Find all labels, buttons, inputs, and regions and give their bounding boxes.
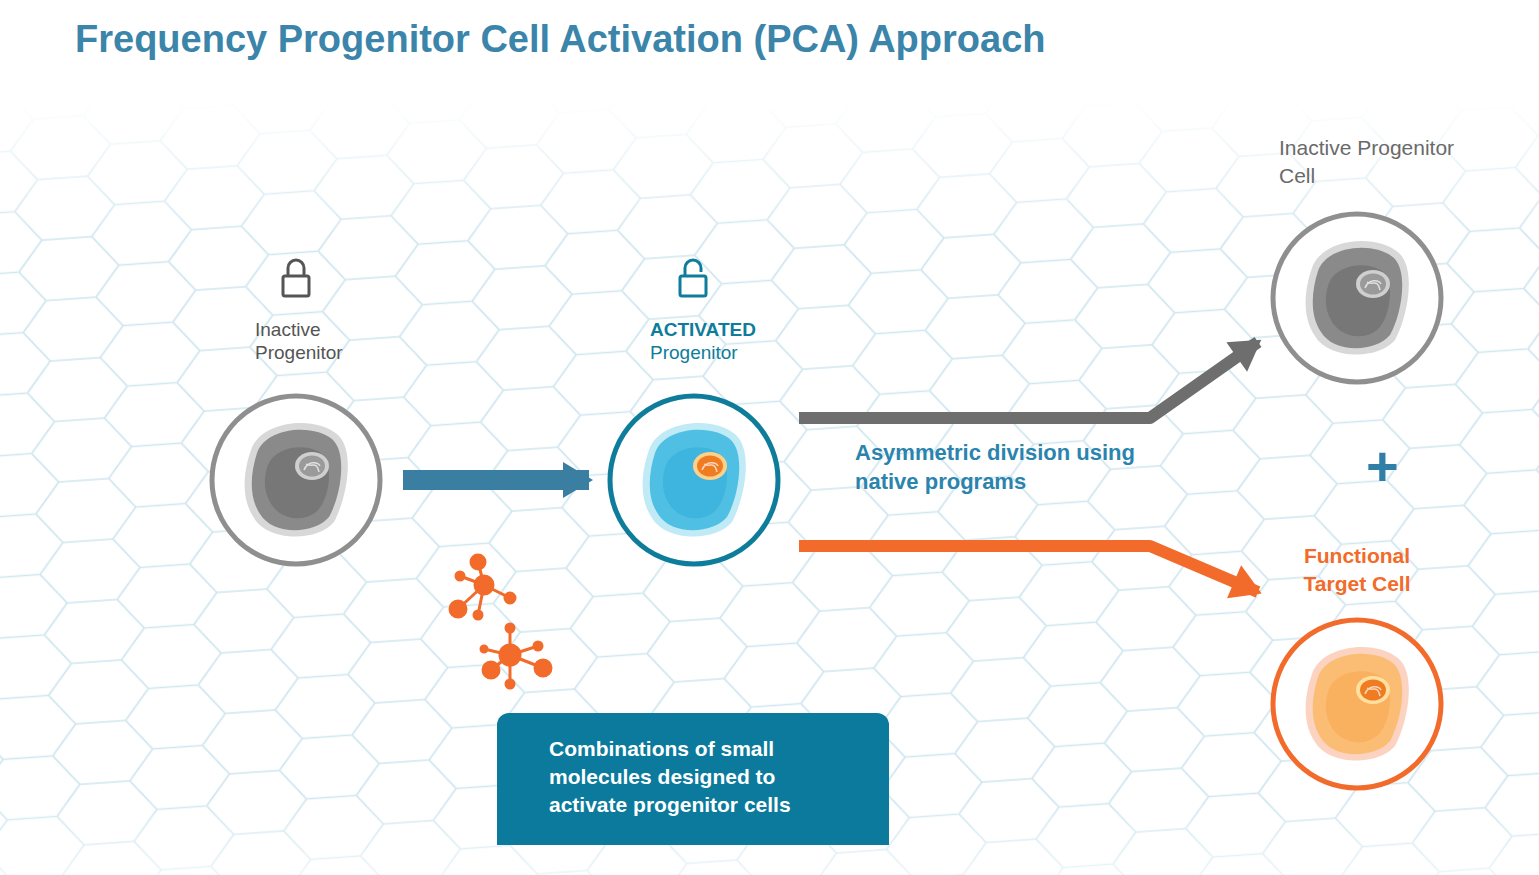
lock-icon <box>283 260 309 296</box>
unlock-icon <box>680 260 706 296</box>
cell-label-text: Inactive Progenitor Cell <box>1279 134 1469 190</box>
cell-holder <box>206 390 386 570</box>
molecule-icon <box>450 555 515 619</box>
cell-circle <box>1267 614 1447 794</box>
plus-sign: + <box>1366 436 1399 496</box>
cell-node: Inactive Progenitor <box>205 318 387 570</box>
cell-holder <box>1267 208 1447 388</box>
flow-arrow <box>403 470 589 490</box>
cell-label-text: Inactive Progenitor <box>255 318 375 364</box>
cell-holder <box>604 390 784 570</box>
cell-node: ACTIVATEDProgenitor <box>603 318 785 570</box>
cell-label-text: ACTIVATED <box>650 318 756 341</box>
cell-circle <box>1267 208 1447 388</box>
cell-circle <box>206 390 386 570</box>
cell-label: Functional Target Cell <box>1266 542 1448 598</box>
hexagon-mesh <box>0 100 1539 875</box>
note-box: Combinations of small molecules designed… <box>497 713 889 845</box>
cell-label: ACTIVATEDProgenitor <box>650 318 756 364</box>
cell-node: Functional Target Cell <box>1266 542 1448 794</box>
cell-label: Inactive Progenitor <box>255 318 375 364</box>
cell-label-text: Functional Target Cell <box>1266 542 1448 598</box>
cell-label-text: Progenitor <box>650 341 756 364</box>
cell-holder <box>1267 614 1447 794</box>
flow-arrow <box>799 342 1258 418</box>
cell-label: Inactive Progenitor Cell <box>1279 134 1469 190</box>
cell-node: Inactive Progenitor Cell <box>1266 134 1448 388</box>
molecule-icon <box>481 624 551 688</box>
flow-arrow <box>799 546 1258 592</box>
cell-circle <box>604 390 784 570</box>
box-text: Combinations of small molecules designed… <box>549 735 849 819</box>
division-note: Asymmetric division using native program… <box>855 438 1145 496</box>
diagram-title: Frequency Progenitor Cell Activation (PC… <box>75 18 1046 61</box>
